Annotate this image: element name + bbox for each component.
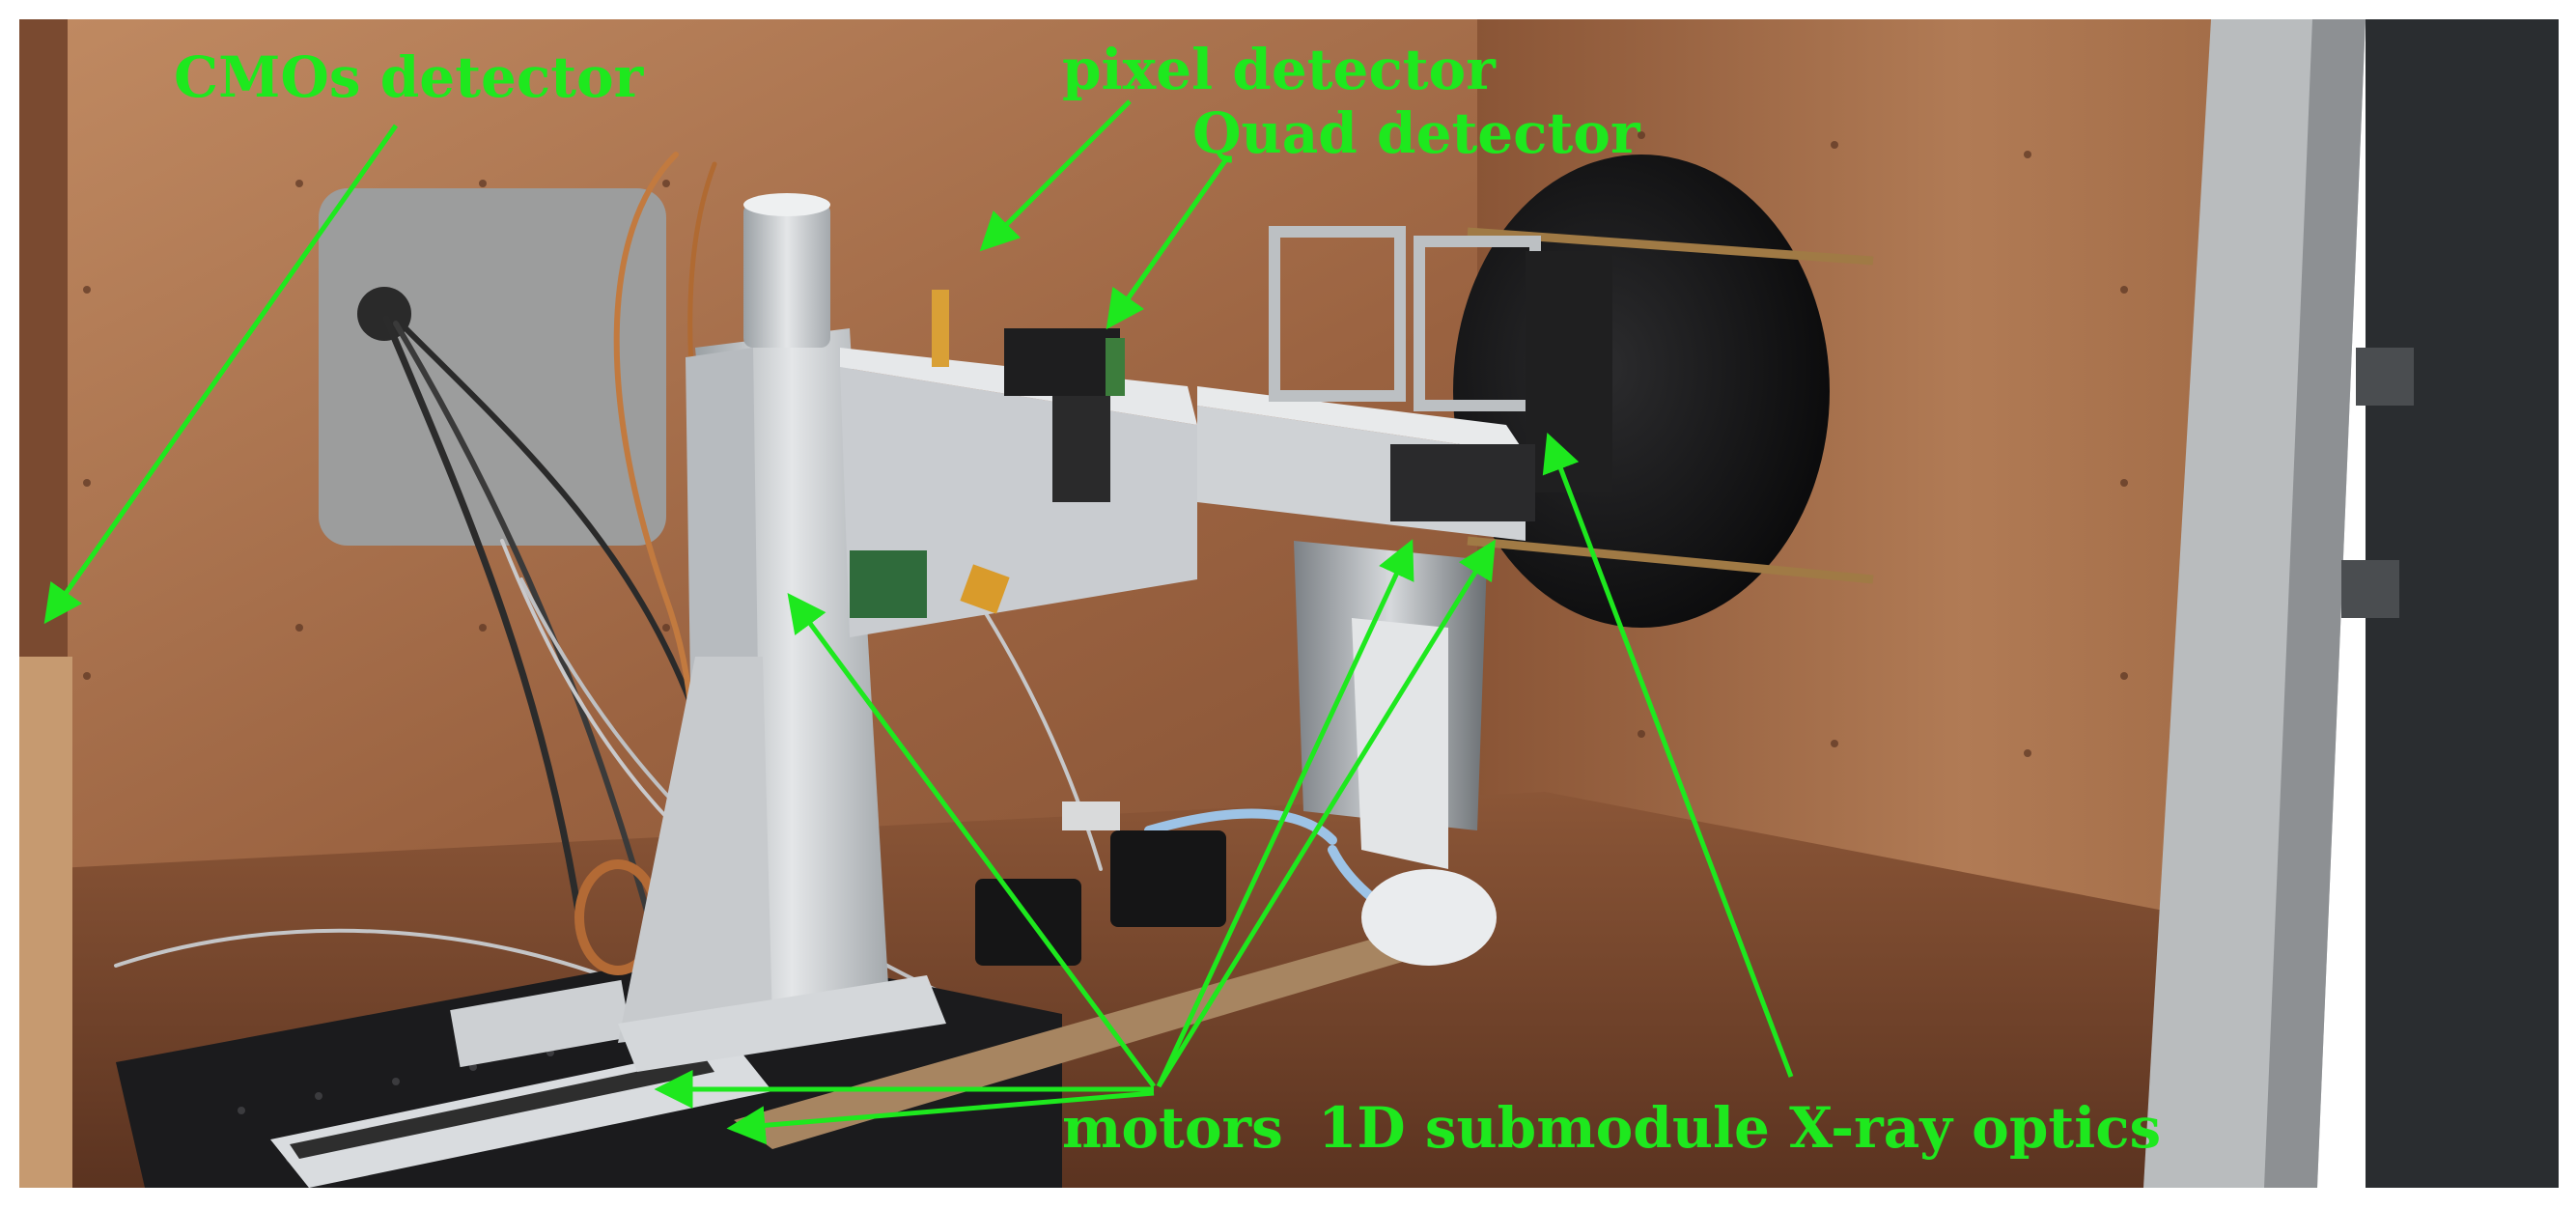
optics-holder-block xyxy=(1526,251,1612,492)
detector-mount-block xyxy=(1052,396,1110,502)
tower-support-bracket xyxy=(618,657,772,1043)
sub-d-connector xyxy=(1062,801,1120,830)
wall-rivets xyxy=(83,131,2128,757)
tower-base-foot xyxy=(618,975,946,1072)
arrow-motor-tower xyxy=(787,592,1157,1088)
arrow-motor-optics-1 xyxy=(1156,539,1414,1088)
door-hinge-top xyxy=(2356,348,2414,406)
door-hinge-bottom xyxy=(2341,560,2399,618)
label-pixel-detector: pixel detector xyxy=(1062,37,1497,102)
tower-top-motor xyxy=(743,203,830,348)
bottom-stage-slot xyxy=(290,1057,714,1159)
top-translation-stage xyxy=(450,979,631,1068)
left-door-frame xyxy=(19,657,72,1188)
arrow-cmos-detector xyxy=(43,124,399,625)
arrow-xray-optics xyxy=(1542,432,1794,1078)
arrow-quad-detector xyxy=(1106,157,1229,330)
annotation-arrows xyxy=(43,99,1794,1145)
quad-detector-chip xyxy=(1106,338,1125,396)
optics-stage-rails xyxy=(1197,386,1526,454)
label-quad-detector: Quad detector xyxy=(1192,100,1641,166)
pixel-detector-board xyxy=(1004,328,1120,396)
door-frame-shadow xyxy=(2264,19,2366,1188)
controller-box-2 xyxy=(975,879,1081,966)
arrow-pixel-detector xyxy=(979,99,1132,252)
brass-rod-bottom xyxy=(1467,536,1874,584)
green-pcb xyxy=(850,550,927,618)
motor-cap xyxy=(743,193,830,216)
label-cmos-detector: CMOs detector xyxy=(174,44,645,110)
white-cylinder-motor xyxy=(1361,869,1497,966)
access-panel xyxy=(319,188,666,546)
controller-box-1 xyxy=(1110,830,1226,927)
label-xray-optics: 1D submodule X-ray optics xyxy=(1318,1095,2161,1161)
arrow-motor-stage-bottom xyxy=(726,1090,1155,1145)
kapton-tape xyxy=(960,564,1010,614)
kapton-strip xyxy=(932,290,949,367)
optics-stage-motor xyxy=(1390,444,1535,521)
arrow-motor-optics-2 xyxy=(1156,539,1496,1088)
label-motors: motors xyxy=(1062,1095,1283,1161)
optics-stage-column xyxy=(1352,618,1448,869)
